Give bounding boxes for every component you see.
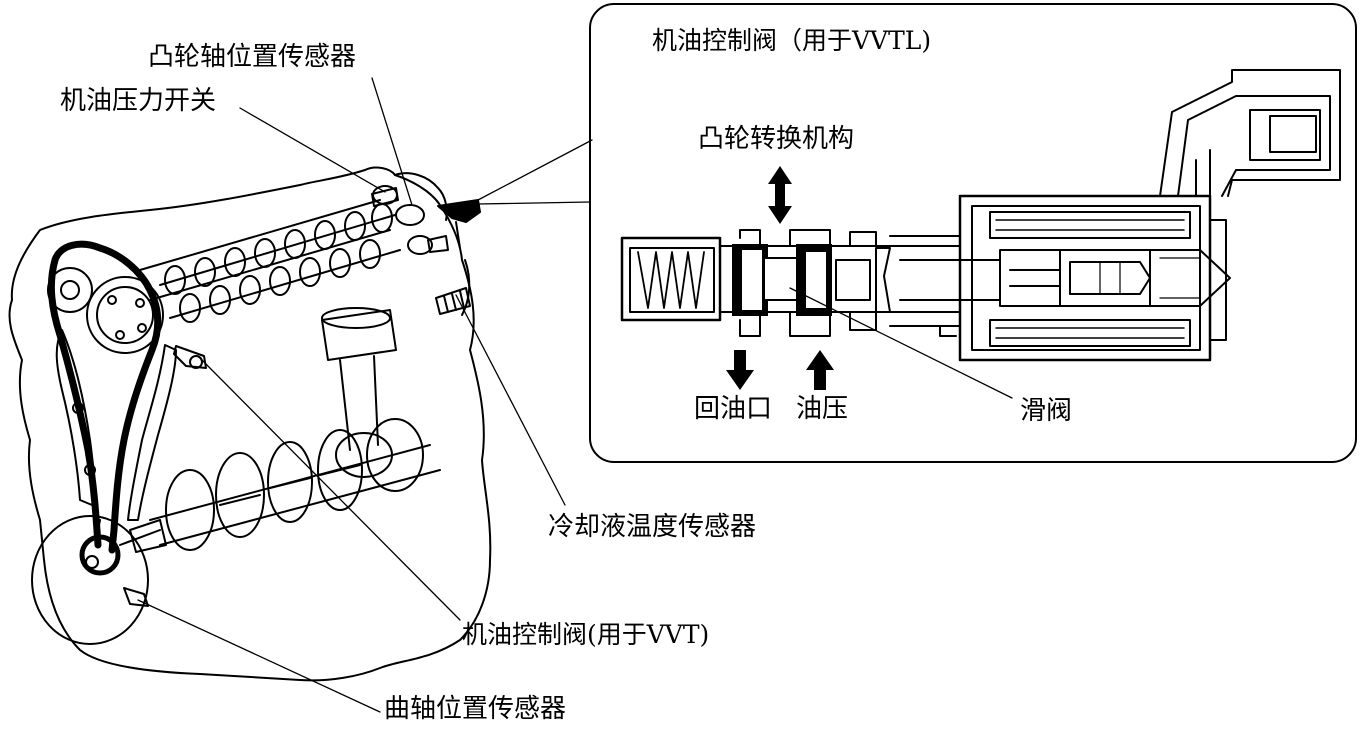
label-oil-pressure-switch: 机油压力开关 — [60, 86, 217, 116]
label-spool-valve: 滑阀 — [1020, 396, 1073, 426]
leader-oil-pressure-switch — [239, 107, 386, 193]
label-cam-switch-mechanism: 凸轮转换机构 — [698, 124, 855, 154]
engine-sensors — [123, 187, 481, 607]
leader-crank-sensor — [137, 599, 381, 713]
ocv-inset — [589, 3, 1357, 463]
leader-spool-valve — [789, 287, 1013, 399]
leader-lines — [137, 77, 593, 713]
cam-switch-arrow-icon — [768, 166, 792, 224]
leader-coolant-temp — [455, 294, 566, 506]
label-oil-return: 回油口 — [694, 394, 773, 424]
crank-pulley — [31, 515, 161, 645]
label-ocv-vvtl: 机油控制阀（用于VVTL) — [652, 26, 932, 55]
label-coolant-temp-sensor: 冷却液温度传感器 — [548, 512, 757, 542]
label-crankshaft-sensor: 曲轴位置传感器 — [384, 694, 567, 724]
timing-chain — [47, 240, 177, 554]
callout-bottom — [477, 201, 591, 205]
label-oil-pressure: 油压 — [796, 394, 849, 424]
oil-pressure-arrow-icon — [806, 350, 834, 390]
leader-ocv-vvt — [199, 357, 461, 621]
connector — [1159, 69, 1341, 197]
callout-top — [477, 139, 593, 201]
solenoid — [958, 194, 1231, 362]
leader-camshaft-sensor — [371, 77, 413, 206]
oil-return-arrow-icon — [726, 350, 754, 390]
crankshaft — [129, 418, 441, 553]
label-camshaft-sensor: 凸轮轴位置传感器 — [148, 42, 357, 72]
label-ocv-vvt: 机油控制阀(用于VVT) — [462, 620, 710, 649]
valve-body — [620, 229, 1001, 337]
